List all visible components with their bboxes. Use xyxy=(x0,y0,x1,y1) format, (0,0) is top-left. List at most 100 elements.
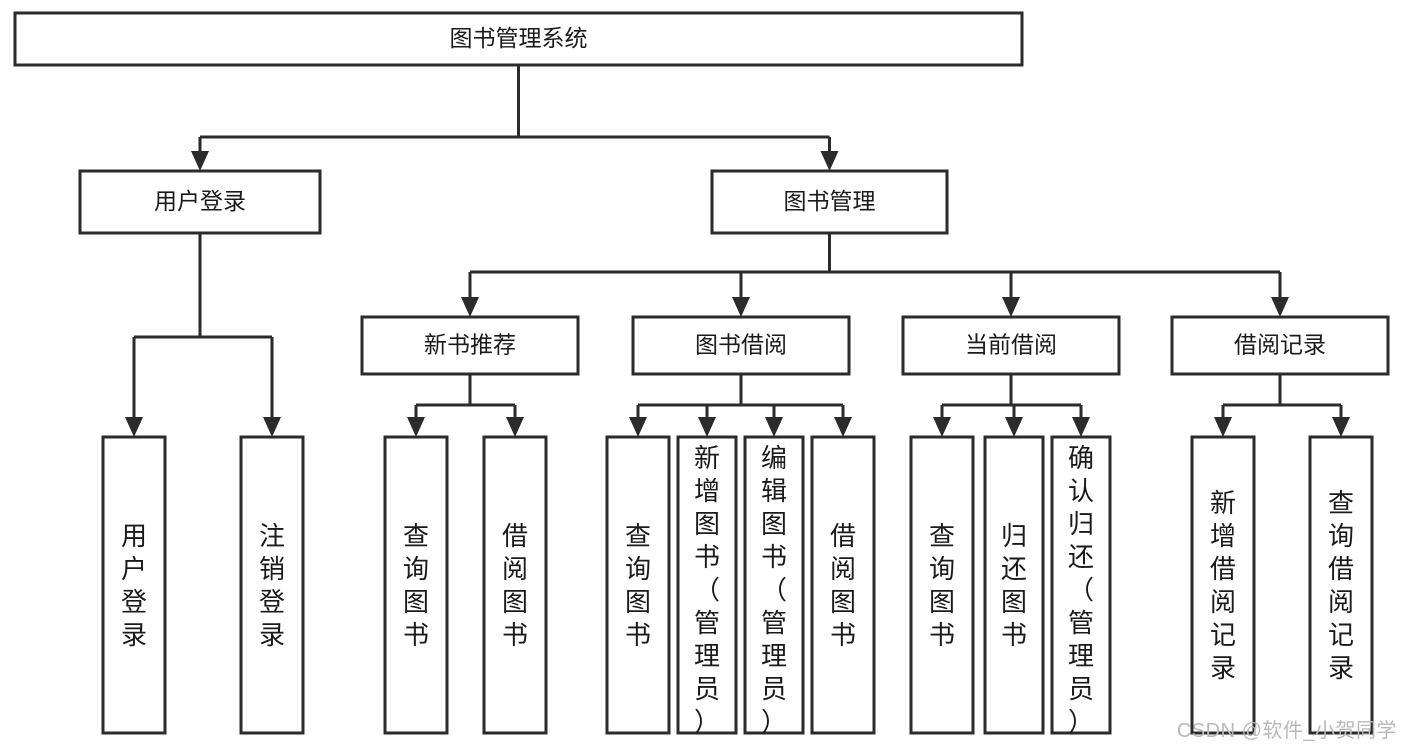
node-borrow-records[interactable]: 借阅记录 xyxy=(1170,315,1390,376)
leaf-box[interactable] xyxy=(482,435,548,735)
node-book-management[interactable]: 图书管理 xyxy=(710,169,949,235)
leaf-label-char: 员 xyxy=(1068,674,1094,704)
node-book-borrow[interactable]: 图书借阅 xyxy=(631,315,851,376)
arrow-down-icon xyxy=(191,151,209,171)
arrow-down-icon xyxy=(834,417,852,437)
leaf-edit-book-admin[interactable]: 编辑图书（管理员） xyxy=(743,435,805,737)
node-label: 当前借阅 xyxy=(965,332,1057,358)
arrow-down-icon xyxy=(263,417,281,437)
leaf-label-char: 用 xyxy=(121,521,147,551)
node-current-borrow[interactable]: 当前借阅 xyxy=(901,315,1121,376)
leaf-label-char: 归 xyxy=(1001,521,1027,551)
leaf-label-char: （ xyxy=(694,575,720,605)
leaf-borrow-book-2[interactable]: 借阅图书 xyxy=(810,435,876,735)
leaf-box[interactable] xyxy=(983,435,1045,735)
leaf-query-book-3[interactable]: 查询图书 xyxy=(909,435,975,735)
leaf-label-char: 注 xyxy=(259,521,285,551)
node-box[interactable] xyxy=(710,169,949,235)
leaf-label-char: 阅 xyxy=(1210,587,1236,617)
node-new-book-recommend[interactable]: 新书推荐 xyxy=(360,315,580,376)
leaf-label-char: 查 xyxy=(625,521,651,551)
leaf-label-char: 询 xyxy=(625,554,651,584)
leaf-label-char: 查 xyxy=(929,521,955,551)
leaf-label-char: 确 xyxy=(1068,443,1094,473)
leaf-add-book-admin[interactable]: 新增图书（管理员） xyxy=(676,435,738,737)
leaf-label-char: 增 xyxy=(694,476,720,506)
leaf-box[interactable] xyxy=(1190,435,1256,735)
node-box[interactable] xyxy=(631,315,851,376)
leaf-box[interactable] xyxy=(605,435,671,735)
leaf-label-char: 还 xyxy=(1001,554,1027,584)
leaf-box[interactable] xyxy=(676,435,738,735)
node-label: 图书管理 xyxy=(784,188,876,214)
arrow-down-icon xyxy=(732,297,750,317)
leaf-box[interactable] xyxy=(810,435,876,735)
node-box[interactable] xyxy=(360,315,580,376)
leaf-label-char: ） xyxy=(694,707,720,737)
leaf-box[interactable] xyxy=(909,435,975,735)
leaf-label: 编辑图书（管理员） xyxy=(761,443,787,737)
node-label: 借阅记录 xyxy=(1234,332,1326,358)
leaf-label-char: 书 xyxy=(1001,620,1027,650)
leaf-label: 确认归还（管理员） xyxy=(1068,443,1094,737)
leaf-label-char: 书 xyxy=(502,620,528,650)
leaf-label-char: 员 xyxy=(761,674,787,704)
node-box[interactable] xyxy=(901,315,1121,376)
leaf-label-char: 编 xyxy=(761,443,787,473)
leaf-label-char: ） xyxy=(761,707,787,737)
connector-layer xyxy=(125,65,1350,437)
leaf-box[interactable] xyxy=(743,435,805,735)
arrow-down-icon xyxy=(1332,417,1350,437)
leaf-query-book-1[interactable]: 查询图书 xyxy=(383,435,449,735)
leaf-label-char: 书 xyxy=(830,620,856,650)
node-root-book-system[interactable]: 图书管理系统 xyxy=(13,11,1024,67)
leaf-user-login-do[interactable]: 用户登录 xyxy=(101,435,167,735)
node-box[interactable] xyxy=(1170,315,1390,376)
leaf-label-char: 管 xyxy=(1068,608,1094,638)
leaf-label-char: 录 xyxy=(259,620,285,650)
leaf-box[interactable] xyxy=(101,435,167,735)
leaf-label-char: 录 xyxy=(1328,653,1354,683)
leaf-label-char: 新 xyxy=(1210,488,1236,518)
leaf-label-char: 查 xyxy=(403,521,429,551)
node-user-login[interactable]: 用户登录 xyxy=(78,169,322,235)
arrow-down-icon xyxy=(407,417,425,437)
leaf-query-borrow-record[interactable]: 查询借阅记录 xyxy=(1308,435,1374,735)
leaf-label-char: 管 xyxy=(761,608,787,638)
leaf-label-char: 书 xyxy=(694,542,720,572)
node-label: 新书推荐 xyxy=(424,332,516,358)
leaf-borrow-book-1[interactable]: 借阅图书 xyxy=(482,435,548,735)
leaf-label-char: 归 xyxy=(1068,509,1094,539)
arrow-down-icon xyxy=(629,417,647,437)
leaf-label: 查询图书 xyxy=(403,521,429,650)
leaf-label-char: 书 xyxy=(761,542,787,572)
leaf-user-logout[interactable]: 注销登录 xyxy=(239,435,305,735)
leaf-add-borrow-record[interactable]: 新增借阅记录 xyxy=(1190,435,1256,735)
node-box[interactable] xyxy=(78,169,322,235)
leaf-confirm-return-admin[interactable]: 确认归还（管理员） xyxy=(1050,435,1112,737)
leaf-label: 归还图书 xyxy=(1001,521,1027,650)
leaf-label-char: 图 xyxy=(694,509,720,539)
leaf-label: 借阅图书 xyxy=(502,521,528,650)
leaf-query-book-2[interactable]: 查询图书 xyxy=(605,435,671,735)
leaf-box[interactable] xyxy=(383,435,449,735)
leaf-box[interactable] xyxy=(1050,435,1112,735)
node-box[interactable] xyxy=(13,11,1024,67)
leaf-label: 查询图书 xyxy=(929,521,955,650)
node-label: 图书管理系统 xyxy=(450,25,588,51)
leaf-label: 查询图书 xyxy=(625,521,651,650)
leaf-box[interactable] xyxy=(239,435,305,735)
leaf-label: 用户登录 xyxy=(121,521,147,650)
arrow-down-icon xyxy=(125,417,143,437)
leaf-label-char: 理 xyxy=(761,641,787,671)
leaf-return-book[interactable]: 归还图书 xyxy=(983,435,1045,735)
leaf-label-char: 图 xyxy=(625,587,651,617)
leaf-label-char: 登 xyxy=(259,587,285,617)
leaf-label-char: 图 xyxy=(830,587,856,617)
leaf-label-char: 图 xyxy=(403,587,429,617)
leaf-label: 查询借阅记录 xyxy=(1328,488,1354,683)
leaf-label: 借阅图书 xyxy=(830,521,856,650)
leaf-box[interactable] xyxy=(1308,435,1374,735)
